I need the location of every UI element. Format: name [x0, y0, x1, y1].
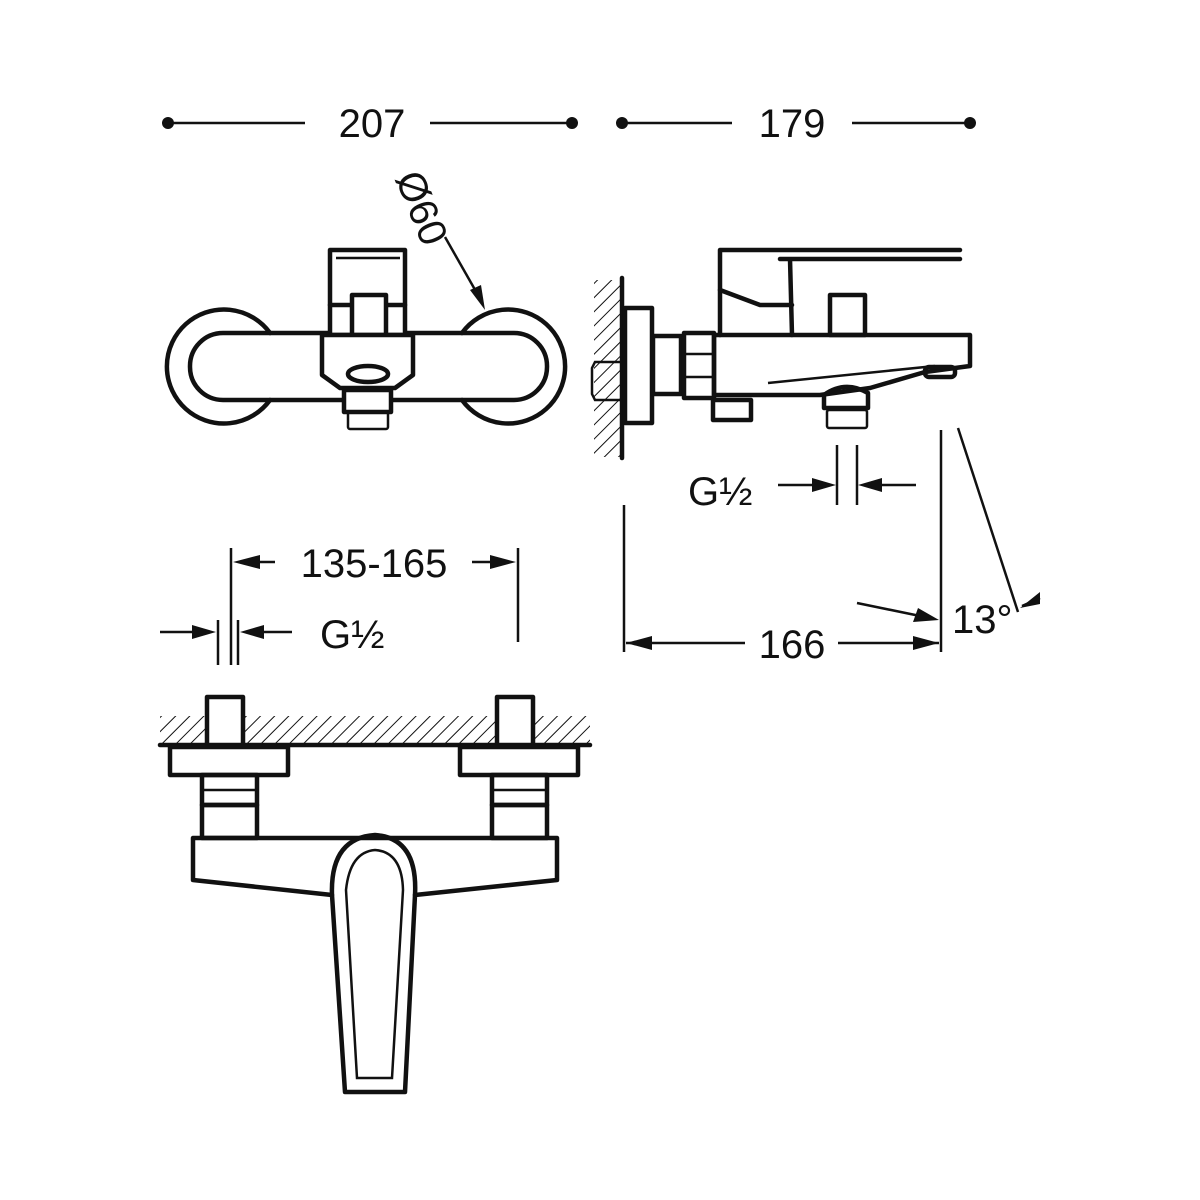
hex-nut — [681, 330, 717, 401]
inlet-thread-label: G½ — [320, 613, 384, 657]
escutcheon — [622, 305, 655, 426]
front-view — [164, 247, 568, 431]
dimension-166: 166 — [622, 430, 943, 667]
left-rosette — [164, 307, 273, 426]
diverter-side — [827, 292, 868, 338]
dimension-166-label: 166 — [759, 623, 826, 667]
shower-outlet — [710, 397, 754, 423]
dimension-outlet-thread: G½ — [688, 445, 916, 514]
dimension-179-label: 179 — [759, 102, 826, 146]
right-escutcheon — [457, 744, 581, 778]
dimension-179: 179 — [616, 102, 976, 146]
dimension-207: 207 — [162, 102, 578, 146]
hex-body — [319, 332, 416, 391]
dimension-angle-13: 13° — [856, 427, 1041, 642]
mixer-body-plan — [190, 835, 560, 1095]
left-escutcheon — [167, 744, 291, 778]
angle-label: 13° — [952, 598, 1013, 642]
lever-side — [717, 247, 963, 338]
dimension-inlet-thread: G½ — [160, 613, 384, 665]
left-inlet-pipe — [204, 694, 246, 748]
dimension-135-165-label: 135-165 — [301, 542, 448, 586]
right-inlet-pipe — [494, 694, 536, 748]
diverter-knob — [349, 292, 389, 338]
plan-view — [157, 694, 593, 1095]
dimension-207-label: 207 — [339, 102, 406, 146]
lever-plan — [329, 832, 418, 898]
outlet-fitting — [341, 387, 394, 415]
right-rosette — [459, 307, 568, 426]
spout — [711, 332, 973, 398]
wall-hatch — [594, 280, 622, 457]
dimension-135-165: 135-165 — [229, 542, 520, 665]
side-view — [590, 247, 973, 461]
outlet-thread-label: G½ — [688, 470, 752, 514]
